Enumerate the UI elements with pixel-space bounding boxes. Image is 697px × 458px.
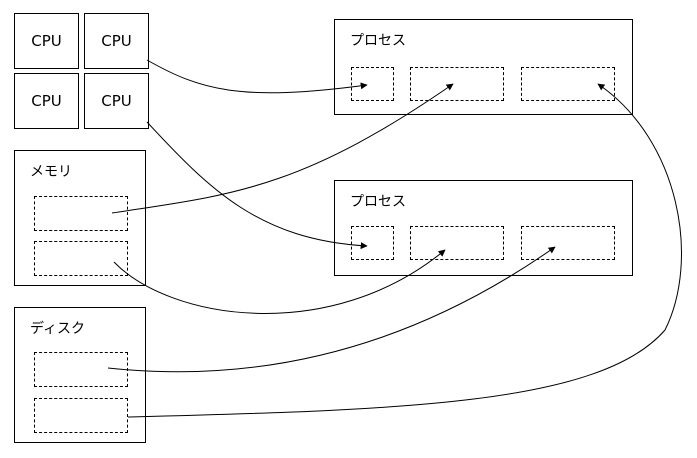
cpu-label-3: CPU <box>31 92 62 110</box>
cpu-box-1: CPU <box>14 13 79 69</box>
memory-title: メモリ <box>30 164 72 180</box>
process-title-1: プロセス <box>350 33 406 49</box>
memory-box: メモリ <box>14 150 146 286</box>
cpu-box-3: CPU <box>14 73 79 129</box>
disk-box: ディスク <box>14 307 146 443</box>
cpu-box-2: CPU <box>84 13 149 69</box>
disk-slot-1 <box>34 352 128 387</box>
process-1-slot-2 <box>410 67 504 101</box>
memory-slot-2 <box>34 241 128 276</box>
process-1-slot-1 <box>351 67 394 101</box>
cpu-label-2: CPU <box>101 32 132 50</box>
memory-slot-1 <box>34 196 128 231</box>
cpu-box-4: CPU <box>84 73 149 129</box>
disk-slot-2 <box>34 398 128 433</box>
disk-title: ディスク <box>30 321 86 337</box>
process-title-2: プロセス <box>350 194 406 210</box>
cpu-label-4: CPU <box>101 92 132 110</box>
process-2-slot-2 <box>410 226 504 260</box>
process-2-slot-3 <box>521 226 615 260</box>
cpu-label-1: CPU <box>31 32 62 50</box>
process-box-2: プロセス <box>334 180 633 276</box>
process-1-slot-3 <box>521 67 615 101</box>
process-2-slot-1 <box>351 226 394 260</box>
process-box-1: プロセス <box>334 19 633 115</box>
